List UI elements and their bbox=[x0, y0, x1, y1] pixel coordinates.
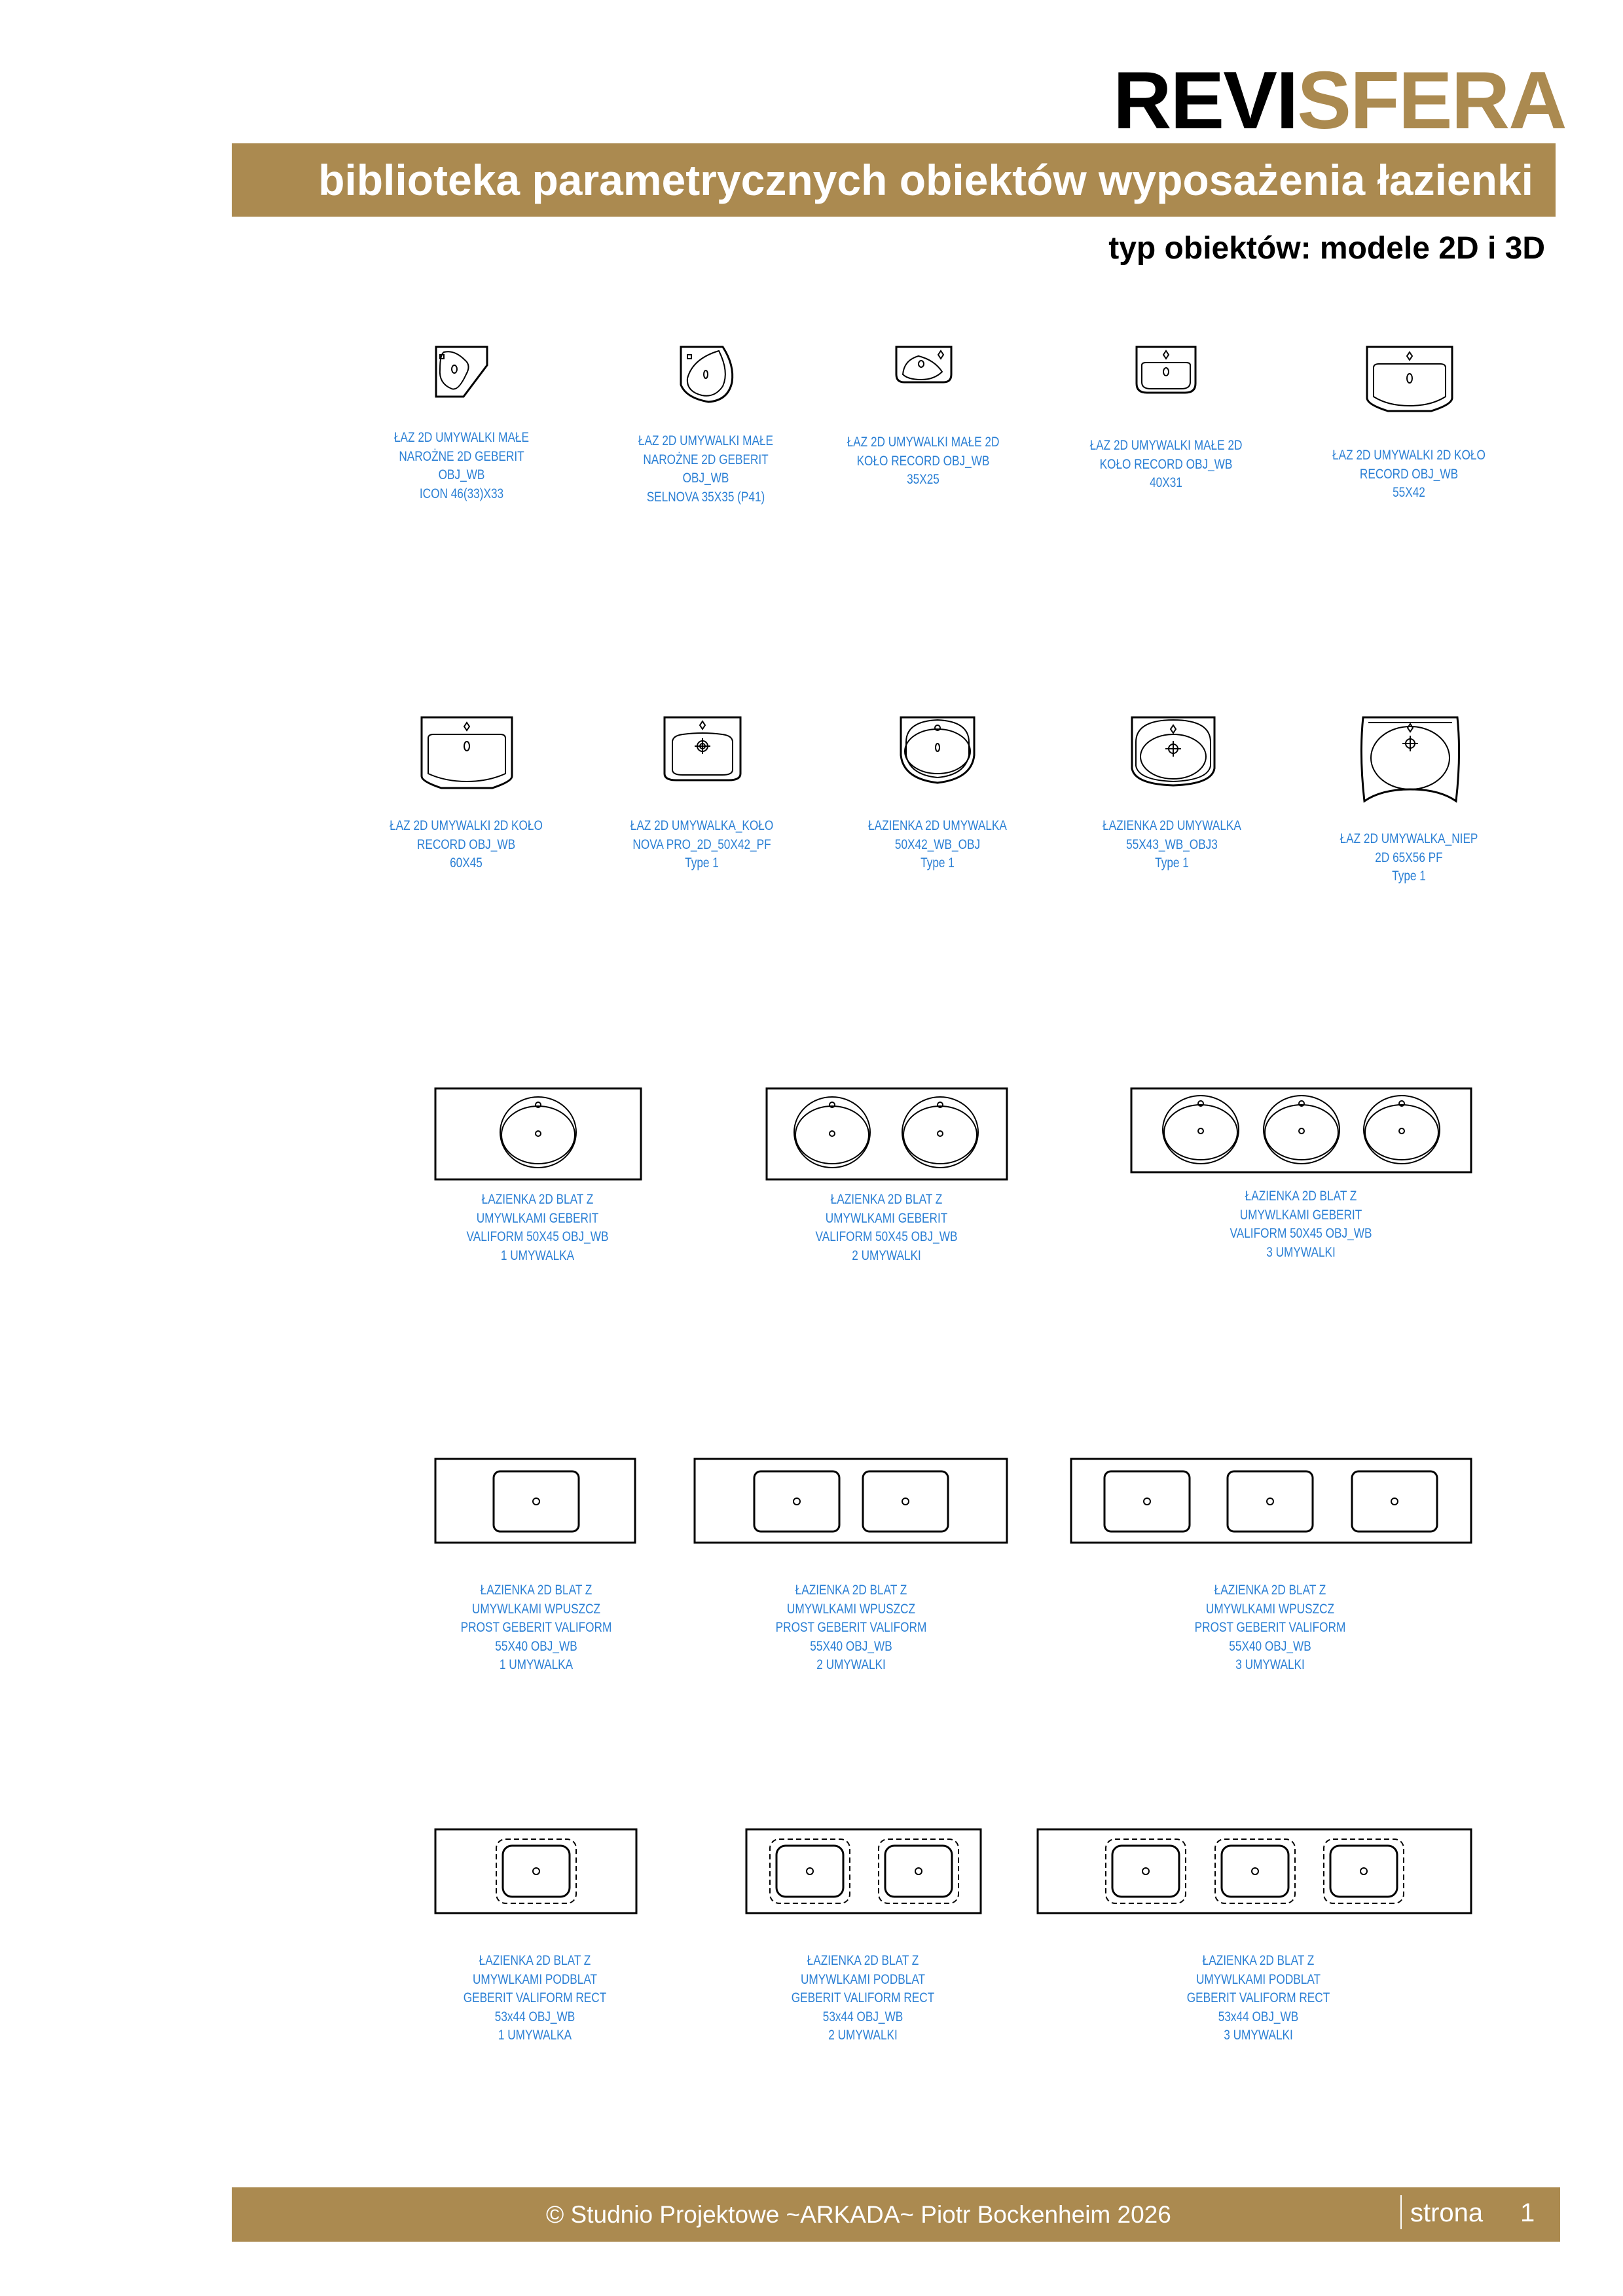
object-label: ŁAZ 2D UMYWALKI MAŁE 2D KOŁO RECORD OBJ_… bbox=[1089, 438, 1243, 490]
countertop-1-basin-icon bbox=[434, 1458, 636, 1544]
footer-bar: © Studnio Projektowe ~ARKADA~ Piotr Bock… bbox=[232, 2187, 1560, 2242]
countertop-2-basins-icon bbox=[765, 1087, 1008, 1181]
footer-separator bbox=[1400, 2195, 1402, 2229]
corner-rounded-washbasin-icon bbox=[680, 346, 734, 403]
washbasin-icon bbox=[420, 716, 513, 789]
brand-part-revi: REVI bbox=[1113, 56, 1298, 146]
object-label: ŁAZIENKA 2D UMYWALKA 50X42_WB_OBJ Type 1 bbox=[868, 818, 1007, 870]
object-label: ŁAZIENKA 2D BLAT Z UMYWLKAMI PODBLAT GEB… bbox=[1186, 1953, 1330, 2043]
countertop-3-basins-icon bbox=[1070, 1458, 1472, 1544]
object-label: ŁAZIENKA 2D BLAT Z UMYWLKAMI GEBERIT VAL… bbox=[815, 1192, 958, 1263]
countertop-1-basin-icon bbox=[434, 1828, 638, 1914]
object-label: ŁAZ 2D UMYWALKI MAŁE 2D KOŁO RECORD OBJ_… bbox=[847, 435, 1000, 487]
countertop-2-basins-icon bbox=[745, 1828, 982, 1914]
brand-part-sfera: SFERA bbox=[1297, 56, 1567, 146]
object-label: ŁAZ 2D UMYWALKI MAŁE NAROŻNE 2D GEBERIT … bbox=[393, 430, 530, 501]
corner-washbasin-icon bbox=[435, 346, 488, 398]
washbasin-icon bbox=[1366, 346, 1453, 412]
page-label: strona bbox=[1410, 2198, 1484, 2227]
object-label: ŁAZIENKA 2D BLAT Z UMYWLKAMI GEBERIT VAL… bbox=[1230, 1189, 1372, 1260]
object-label: ŁAZIENKA 2D BLAT Z UMYWLKAMI WPUSZCZ PRO… bbox=[1194, 1583, 1346, 1672]
small-washbasin-icon bbox=[895, 346, 953, 384]
object-label: ŁAZ 2D UMYWALKI MAŁE NAROŻNE 2D GEBERIT … bbox=[638, 433, 774, 505]
page-number: 1 bbox=[1520, 2198, 1535, 2227]
countertop-3-basins-icon bbox=[1036, 1828, 1472, 1914]
brand-logo: REVISFERA bbox=[1113, 55, 1567, 147]
washbasin-icon bbox=[1135, 346, 1197, 394]
object-label: ŁAZ 2D UMYWALKI 2D KOŁO RECORD OBJ_WB 60… bbox=[390, 818, 543, 870]
object-label: ŁAZ 2D UMYWALKI 2D KOŁO RECORD OBJ_WB 55… bbox=[1332, 448, 1486, 500]
washbasin-icon bbox=[900, 716, 976, 784]
banner-title: biblioteka parametrycznych obiektów wypo… bbox=[318, 156, 1533, 204]
object-label: ŁAZIENKA 2D UMYWALKA 55X43_WB_OBJ3 Type … bbox=[1103, 818, 1241, 870]
countertop-1-basin-icon bbox=[434, 1087, 642, 1181]
countertop-3-basins-icon bbox=[1130, 1087, 1472, 1174]
object-label: ŁAZIENKA 2D BLAT Z UMYWLKAMI PODBLAT GEB… bbox=[791, 1953, 935, 2043]
object-label: ŁAZIENKA 2D BLAT Z UMYWLKAMI WPUSZCZ PRO… bbox=[460, 1583, 612, 1672]
washbasin-icon bbox=[663, 716, 742, 781]
object-label: ŁAZIENKA 2D BLAT Z UMYWLKAMI GEBERIT VAL… bbox=[466, 1192, 609, 1263]
washbasin-icon bbox=[1131, 716, 1216, 787]
washbasin-icon bbox=[1360, 716, 1461, 803]
object-type-subtitle: typ obiektów: modele 2D i 3D bbox=[1108, 231, 1545, 266]
object-label: ŁAZ 2D UMYWALKA_NIEP 2D 65X56 PF Type 1 bbox=[1340, 831, 1478, 884]
object-label: ŁAZIENKA 2D BLAT Z UMYWLKAMI PODBLAT GEB… bbox=[463, 1953, 607, 2043]
footer-copyright: © Studnio Projektowe ~ARKADA~ Piotr Bock… bbox=[546, 2201, 1171, 2228]
title-banner: biblioteka parametrycznych obiektów wypo… bbox=[232, 143, 1556, 217]
object-label: ŁAZ 2D UMYWALKA_KOŁO NOVA PRO_2D_50X42_P… bbox=[630, 818, 774, 870]
countertop-2-basins-icon bbox=[693, 1458, 1008, 1544]
object-label: ŁAZIENKA 2D BLAT Z UMYWLKAMI WPUSZCZ PRO… bbox=[775, 1583, 927, 1672]
